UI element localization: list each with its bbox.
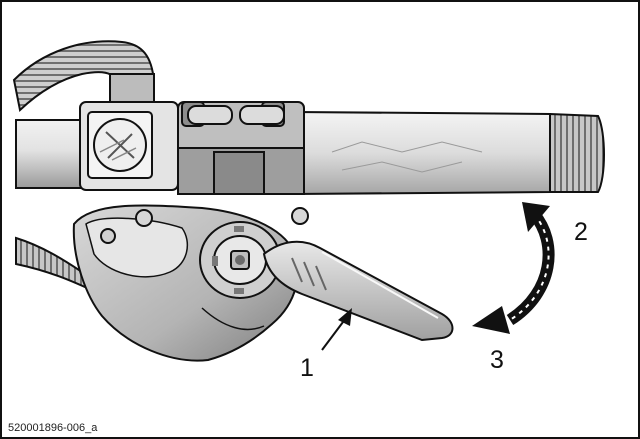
curved-double-arrow-icon xyxy=(472,202,555,334)
handlebar-grip xyxy=(293,110,605,196)
handlebar-left xyxy=(15,119,87,189)
arrow-pointer-icon xyxy=(321,308,352,351)
callout-label-3: 3 xyxy=(490,346,504,374)
upper-hose xyxy=(12,40,156,112)
brake-lever xyxy=(262,240,454,342)
handlebar-clamp xyxy=(177,101,305,195)
master-cylinder xyxy=(79,101,179,191)
figure-id: 520001896-006_a xyxy=(8,422,98,434)
callout-label-1: 1 xyxy=(300,354,314,382)
callout-label-2: 2 xyxy=(574,218,588,246)
